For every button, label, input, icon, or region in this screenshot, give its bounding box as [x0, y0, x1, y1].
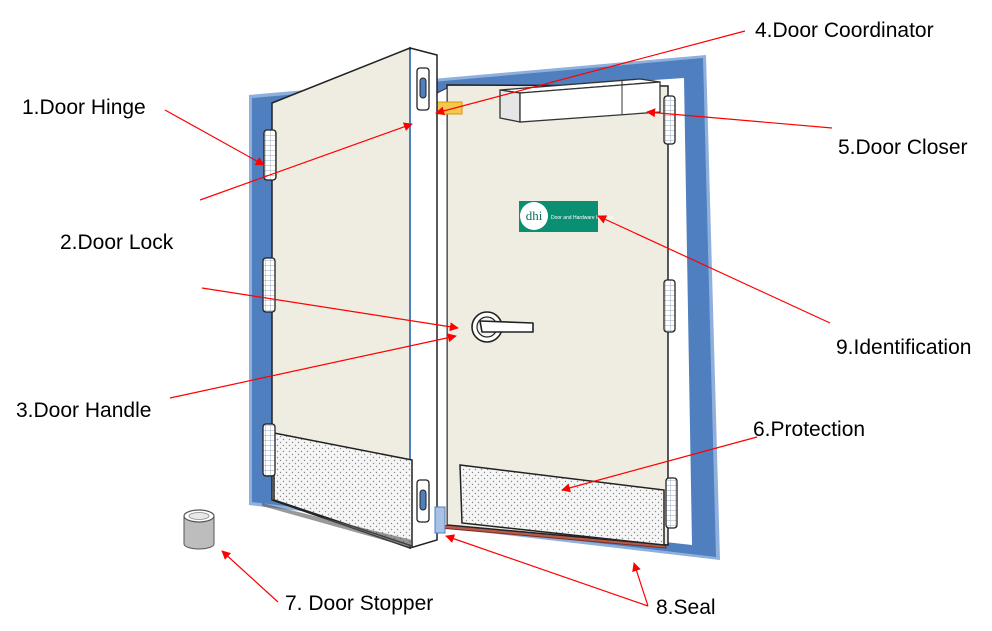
label-identification: 9.Identification	[836, 336, 972, 359]
door-closer	[499, 78, 661, 123]
arrow-lock	[199, 122, 413, 201]
arrow-seal-2	[632, 562, 649, 607]
label-door-lock: 2.Door Lock	[60, 231, 174, 254]
label-door-closer: 5.Door Closer	[838, 136, 968, 159]
arrow-stopper	[221, 550, 279, 603]
arrow-hinge	[164, 109, 265, 166]
left-door-leaf	[262, 46, 438, 550]
arrow-protection	[561, 436, 758, 493]
right-door-leaf	[434, 84, 669, 546]
right-kick-plate	[459, 464, 665, 546]
arrow-handle	[169, 333, 457, 399]
sign-text: Door and Hardware Institute	[551, 215, 614, 221]
right-hinges	[663, 95, 678, 529]
arrow-identification	[597, 215, 831, 324]
label-door-coordinator: 4.Door Coordinator	[755, 19, 934, 42]
label-door-stopper: 7. Door Stopper	[285, 592, 434, 615]
label-door-handle: 3.Door Handle	[16, 399, 152, 422]
arrow-closer	[646, 108, 833, 129]
leader-arrows	[164, 30, 833, 607]
door-handle	[471, 311, 534, 343]
arrow-lock-2	[201, 287, 459, 332]
arrow-coordinator	[435, 30, 746, 116]
label-door-hinge: 1.Door Hinge	[22, 96, 146, 119]
label-protection: 6.Protection	[753, 418, 866, 441]
label-seal: 8.Seal	[656, 596, 716, 619]
arrow-seal-1	[445, 534, 649, 607]
door-edge-seal	[434, 506, 446, 534]
door-lock	[416, 67, 430, 523]
door-stopper	[183, 509, 215, 550]
identification-sign: dhi Door and Hardware Institute	[519, 201, 614, 232]
sign-logo: dhi	[526, 208, 543, 223]
